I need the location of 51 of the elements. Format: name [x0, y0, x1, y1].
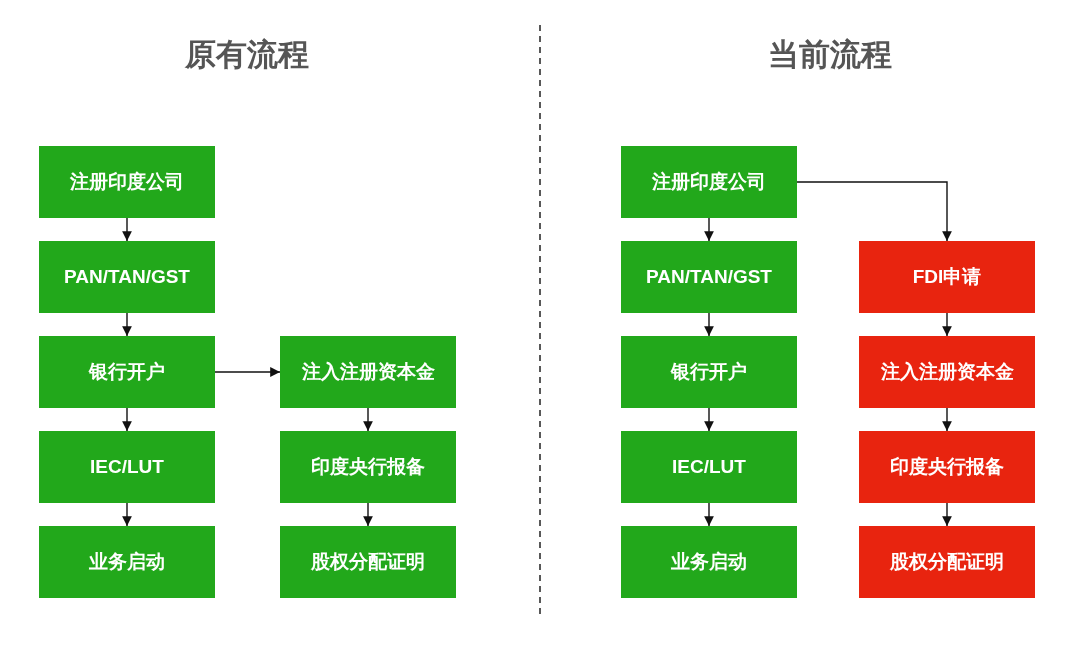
arrow [122, 502, 132, 527]
arrow [214, 367, 281, 377]
process-box [280, 431, 456, 503]
arrow [122, 407, 132, 432]
process-box [859, 241, 1035, 313]
process-box [39, 241, 215, 313]
step-label: 注册印度公司 [70, 170, 184, 195]
arrow [122, 312, 132, 337]
step-label: 印度央行报备 [890, 455, 1004, 480]
step-label: PAN/TAN/GST [64, 265, 190, 290]
arrow [363, 502, 373, 527]
process-box [280, 336, 456, 408]
process-box [621, 241, 797, 313]
step-label: 注册印度公司 [652, 170, 766, 195]
process-box [859, 336, 1035, 408]
step-label: 业务启动 [671, 550, 747, 575]
process-box [280, 526, 456, 598]
step-label: 业务启动 [89, 550, 165, 575]
arrow [704, 312, 714, 337]
process-box [621, 336, 797, 408]
step-label: PAN/TAN/GST [646, 265, 772, 290]
step-label: 银行开户 [671, 360, 747, 385]
process-box [39, 526, 215, 598]
arrow [796, 181, 952, 242]
step-label: 印度央行报备 [311, 455, 425, 480]
process-box [859, 431, 1035, 503]
process-box [39, 431, 215, 503]
process-box [621, 526, 797, 598]
arrow [122, 217, 132, 242]
step-label: FDI申请 [912, 265, 982, 290]
process-box [39, 336, 215, 408]
arrow [704, 217, 714, 242]
step-label: 股权分配证明 [311, 550, 425, 575]
arrow [942, 407, 952, 432]
step-label: IEC/LUT [90, 455, 164, 480]
process-box [621, 431, 797, 503]
step-label: IEC/LUT [672, 455, 746, 480]
step-label: 注入注册资本金 [301, 360, 435, 385]
process-box [621, 146, 797, 218]
process-box [39, 146, 215, 218]
step-label: 注入注册资本金 [880, 360, 1014, 385]
column-title: 原有流程 [184, 35, 310, 74]
process-box [859, 526, 1035, 598]
arrow [363, 407, 373, 432]
arrow [704, 407, 714, 432]
column-title: 当前流程 [767, 35, 893, 74]
arrow [942, 502, 952, 527]
arrow [704, 502, 714, 527]
step-label: 股权分配证明 [890, 550, 1004, 575]
step-label: 银行开户 [89, 360, 165, 385]
arrow [942, 312, 952, 337]
